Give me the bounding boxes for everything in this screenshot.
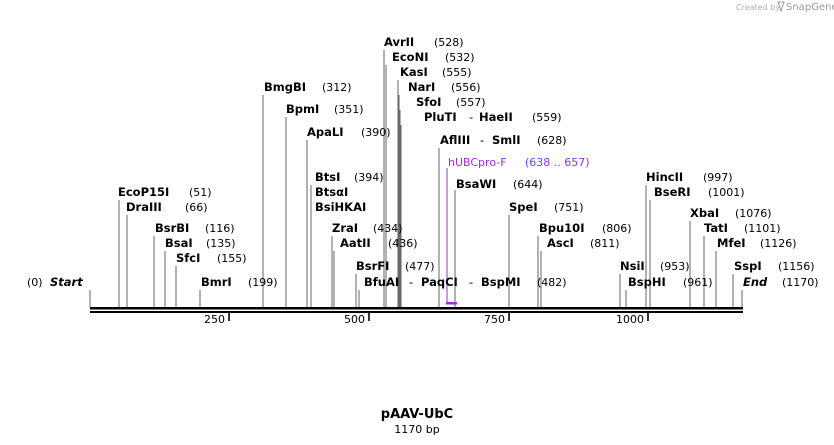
site-pos-nari: (556): [451, 81, 481, 94]
site-name-paqci[interactable]: PaqCI: [421, 275, 458, 289]
site-name-bspmi[interactable]: BspMI: [481, 275, 521, 289]
end-position: (1170): [782, 276, 819, 289]
site-pos-hincii: (997): [703, 171, 733, 184]
primer-name: hUBCpro-F: [448, 156, 507, 169]
site-pos-bsphi: (961): [683, 276, 713, 289]
site-name-bsrfi[interactable]: BsrFI: [356, 259, 389, 273]
site-pos-haeii: (559): [532, 111, 562, 124]
site-pos-apali: (390): [361, 126, 391, 139]
site-pos-aatii: (436): [388, 237, 418, 250]
site-name-bfuai[interactable]: BfuAI: [364, 275, 399, 289]
site-name-apali[interactable]: ApaLI: [307, 125, 344, 139]
site-pos-bmgbi: (312): [322, 81, 352, 94]
site-name-bsrbi[interactable]: BsrBI: [155, 221, 189, 235]
site-pos-bsai: (135): [206, 237, 236, 250]
site-name-hincii[interactable]: HincII: [646, 170, 683, 184]
primer-feature[interactable]: hUBCpro-F (638 .. 657): [446, 156, 590, 305]
site-pos-econi: (532): [445, 51, 475, 64]
restriction-sites: EcoP15I (51) DraIII (66) BsrBI (116) Bsa…: [118, 35, 815, 289]
site-pos-bsrbi: (116): [205, 222, 235, 235]
site-pos-spei: (751): [554, 201, 584, 214]
site-pos-sspi: (1156): [778, 260, 815, 273]
site-name-bsai[interactable]: BsaI: [165, 236, 193, 250]
primer-range: (638 .. 657): [525, 156, 590, 169]
credit-brand: SnapGene: [786, 2, 834, 13]
separator-dash: -: [469, 110, 473, 124]
site-name-sfoi[interactable]: SfoI: [416, 95, 441, 109]
site-pos-btsi: (394): [354, 171, 384, 184]
snapgene-logo-icon: [777, 1, 785, 13]
site-pos-xbai: (1076): [735, 207, 772, 220]
site-name-avrii[interactable]: AvrII: [384, 35, 414, 49]
site-pos-bpmi: (351): [334, 103, 364, 116]
site-pos-asci: (811): [590, 237, 620, 250]
site-pos-ecop15i: (51): [189, 186, 212, 199]
site-name-zrai[interactable]: ZraI: [332, 221, 358, 235]
site-name-nsii[interactable]: NsiI: [620, 259, 645, 273]
site-name-bsawi[interactable]: BsaWI: [456, 177, 496, 191]
site-name-bmgbi[interactable]: BmgBI: [264, 80, 306, 94]
site-pos-beseri: (1001): [708, 186, 745, 199]
site-pos-avrii: (528): [434, 36, 464, 49]
ruler-label-1000: 1000: [616, 313, 644, 326]
separator-dash: -: [409, 275, 413, 289]
separator-dash: -: [480, 133, 484, 147]
site-pos-sfoi: (557): [456, 96, 486, 109]
site-leader-lines: [89, 50, 743, 307]
site-name-afliii[interactable]: AflIII: [440, 133, 470, 147]
site-name-bpmi[interactable]: BpmI: [286, 102, 319, 116]
site-pos-nsii: (953): [660, 260, 690, 273]
ruler-label-750: 750: [484, 313, 505, 326]
ruler-label-250: 250: [204, 313, 225, 326]
site-pos-tati: (1101): [744, 222, 781, 235]
site-pos-bspmi: (482): [537, 276, 567, 289]
site-pos-mfei: (1126): [760, 237, 797, 250]
separator-dash: -: [469, 275, 473, 289]
site-name-bmri[interactable]: BmrI: [201, 275, 232, 289]
site-pos-smli: (628): [537, 134, 567, 147]
site-pos-sfci: (155): [217, 252, 247, 265]
site-name-aatii[interactable]: AatII: [340, 236, 371, 250]
site-name-pluti[interactable]: PluTI: [424, 110, 457, 124]
site-pos-bsrfi: (477): [405, 260, 435, 273]
site-name-sspi[interactable]: SspI: [734, 259, 762, 273]
site-name-draiii[interactable]: DraIII: [126, 200, 162, 214]
site-name-nari[interactable]: NarI: [408, 80, 435, 94]
site-pos-zrai: (434): [373, 222, 403, 235]
site-name-bsphi[interactable]: BspHI: [628, 275, 666, 289]
site-name-spei[interactable]: SpeI: [509, 200, 538, 214]
site-name-mfei[interactable]: MfeI: [717, 236, 746, 250]
site-pos-bmri: (199): [248, 276, 278, 289]
site-name-tati[interactable]: TatI: [704, 221, 728, 235]
site-name-smli[interactable]: SmlI: [492, 133, 521, 147]
site-name-xbai[interactable]: XbaI: [690, 206, 719, 220]
primer-bar: [446, 302, 457, 305]
site-name-kasi[interactable]: KasI: [400, 65, 428, 79]
site-name-haeii[interactable]: HaeII: [479, 110, 513, 124]
site-name-bsihkai[interactable]: BsiHKAI: [315, 200, 366, 214]
site-name-asci[interactable]: AscI: [547, 236, 574, 250]
site-pos-bsawi: (644): [513, 178, 543, 191]
backbone-top-strand: [90, 307, 743, 310]
backbone-bottom-strand: [90, 311, 743, 313]
site-name-bpu10i[interactable]: Bpu10I: [539, 221, 584, 235]
site-name-btsi[interactable]: BtsI: [315, 170, 340, 184]
ruler: 250 500 750 1000: [204, 313, 649, 326]
site-pos-bpu10i: (806): [602, 222, 632, 235]
start-position: (0): [27, 276, 43, 289]
site-name-beseri[interactable]: BseRI: [654, 185, 691, 199]
site-pos-draiii: (66): [185, 201, 208, 214]
site-name-ecop15i[interactable]: EcoP15I: [118, 185, 169, 199]
site-pos-kasi: (555): [442, 66, 472, 79]
credit-prefix: Created by: [736, 3, 780, 12]
start-label: Start: [50, 275, 83, 289]
site-name-btsai[interactable]: BtsαI: [315, 185, 348, 199]
plasmid-name: pAAV-UbC: [381, 407, 453, 422]
end-label: End: [743, 275, 768, 289]
plasmid-size: 1170 bp: [394, 423, 439, 436]
site-name-sfci[interactable]: SfcI: [176, 251, 200, 265]
ruler-label-500: 500: [344, 313, 365, 326]
site-name-econi[interactable]: EcoNI: [392, 50, 428, 64]
